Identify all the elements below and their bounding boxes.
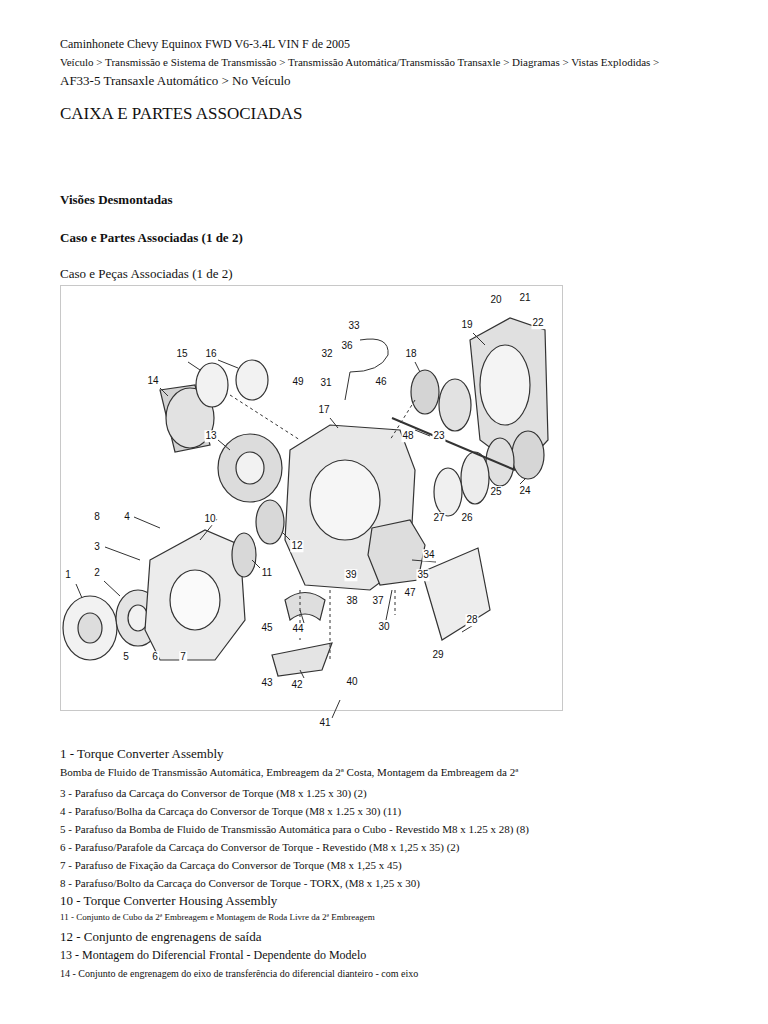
text-line: Caso e Partes Associadas (1 de 2) bbox=[60, 231, 243, 246]
callout-number: 21 bbox=[518, 292, 531, 304]
callout-number: 22 bbox=[531, 317, 544, 329]
callout-number: 19 bbox=[460, 319, 473, 331]
callout-number: 44 bbox=[291, 623, 304, 635]
text-line: 13 - Montagem do Diferencial Frontal - D… bbox=[60, 949, 366, 963]
text-line: 5 - Parafuso da Bomba de Fluido de Trans… bbox=[60, 823, 529, 836]
callout-number: 31 bbox=[319, 377, 332, 389]
callout-number: 36 bbox=[340, 340, 353, 352]
text-line: 14 - Conjunto de engrenagem do eixo de t… bbox=[60, 968, 418, 980]
text-line: 11 - Conjunto de Cubo da 2ª Embreagem e … bbox=[60, 912, 375, 922]
page-title: CAIXA E PARTES ASSOCIADAS bbox=[60, 104, 303, 124]
callout-number: 48 bbox=[401, 430, 414, 442]
callout-number: 7 bbox=[179, 651, 187, 663]
callout-number: 38 bbox=[345, 595, 358, 607]
callout-number: 4 bbox=[123, 511, 131, 523]
text-line: 12 - Conjunto de engrenagens de saída bbox=[60, 930, 261, 945]
callout-number: 23 bbox=[432, 430, 445, 442]
text-line: 1 - Torque Converter Assembly bbox=[60, 747, 224, 762]
callout-number: 40 bbox=[345, 676, 358, 688]
text-line: 3 - Parafuso da Carcaça do Conversor de … bbox=[60, 787, 367, 800]
callout-number: 35 bbox=[416, 569, 429, 581]
callout-number: 8 bbox=[93, 511, 101, 523]
callout-number: 41 bbox=[318, 717, 331, 729]
text-line: Caso e Peças Associadas (1 de 2) bbox=[60, 267, 233, 282]
text-line: 8 - Parafuso/Bolto da Carcaça do Convers… bbox=[60, 877, 420, 890]
callout-number: 15 bbox=[175, 348, 188, 360]
callout-number: 29 bbox=[431, 649, 444, 661]
callout-number: 30 bbox=[377, 621, 390, 633]
callout-number: 39 bbox=[344, 569, 357, 581]
callout-number: 27 bbox=[432, 512, 445, 524]
text-line: 10 - Torque Converter Housing Assembly bbox=[60, 894, 277, 909]
callout-number: 3 bbox=[93, 541, 101, 553]
callout-number: 18 bbox=[404, 348, 417, 360]
callout-number: 1 bbox=[64, 569, 72, 581]
callout-number: 12 bbox=[290, 540, 303, 552]
text-line: AF33-5 Transaxle Automático > No Veículo bbox=[60, 74, 291, 89]
callout-number: 24 bbox=[518, 485, 531, 497]
callout-number: 2 bbox=[93, 567, 101, 579]
callout-number: 17 bbox=[317, 404, 330, 416]
text-line: Caminhonete Chevy Equinox FWD V6-3.4L VI… bbox=[60, 38, 350, 52]
text-line: Bomba de Fluido de Transmissão Automátic… bbox=[60, 766, 518, 779]
callout-number: 28 bbox=[465, 614, 478, 626]
callout-number: 14 bbox=[146, 375, 159, 387]
callout-number: 32 bbox=[320, 348, 333, 360]
callout-number: 34 bbox=[422, 549, 435, 561]
callout-number: 33 bbox=[347, 320, 360, 332]
callout-number: 37 bbox=[371, 595, 384, 607]
callout-number: 25 bbox=[489, 486, 502, 498]
callout-number: 6 bbox=[151, 651, 159, 663]
callout-number: 26 bbox=[460, 512, 473, 524]
callout-number: 47 bbox=[403, 587, 416, 599]
text-line: 7 - Parafuso de Fixação da Carcaça do Co… bbox=[60, 859, 402, 872]
callout-number: 10 bbox=[203, 513, 216, 525]
text-line: Visões Desmontadas bbox=[60, 193, 173, 208]
callout-number: 13 bbox=[204, 430, 217, 442]
text-line: Veículo > Transmissão e Sistema de Trans… bbox=[60, 56, 659, 69]
callout-number: 5 bbox=[122, 651, 130, 663]
callout-number: 16 bbox=[204, 348, 217, 360]
callout-number: 20 bbox=[489, 294, 502, 306]
text-line: 6 - Parafuso/Parafole da Carcaça do Conv… bbox=[60, 841, 460, 854]
callout-number: 45 bbox=[260, 622, 273, 634]
callout-number: 49 bbox=[291, 376, 304, 388]
callout-number: 11 bbox=[261, 567, 273, 579]
callout-number: 46 bbox=[374, 376, 387, 388]
text-line: 4 - Parafuso/Bolha da Carcaça do Convers… bbox=[60, 805, 401, 818]
callout-number: 43 bbox=[260, 677, 273, 689]
callout-number: 42 bbox=[290, 679, 303, 691]
